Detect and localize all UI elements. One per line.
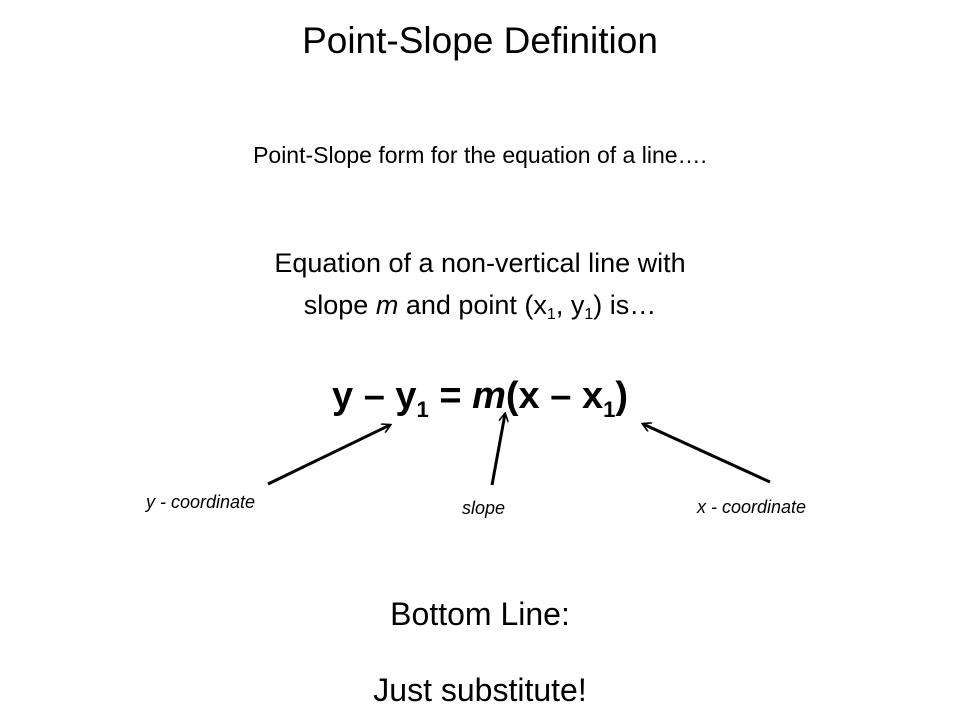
definition-text-part: slope: [303, 290, 376, 320]
x-coordinate-label: x - coordinate: [697, 497, 807, 517]
slope-variable: m: [472, 375, 506, 417]
slide-title: Point-Slope Definition: [302, 20, 658, 61]
definition-text: Equation of a non-vertical line with slo…: [0, 242, 960, 326]
equation-part: (x – x: [505, 375, 604, 417]
definition-line-2: slope m and point (x1, y1) is…: [0, 284, 960, 326]
equation-part: ): [615, 375, 628, 417]
subscript: 1: [603, 397, 616, 422]
slope-variable: m: [375, 290, 399, 320]
slide-subtitle: Point-Slope form for the equation of a l…: [253, 142, 707, 168]
equation-part: y – y: [332, 375, 417, 417]
definition-line-1: Equation of a non-vertical line with: [274, 248, 686, 278]
x-coordinate-arrow: [643, 424, 771, 484]
subscript: 1: [416, 397, 429, 422]
point-slope-equation: y – y1 = m(x – x1): [0, 372, 960, 422]
equation-part: =: [428, 375, 473, 417]
y-coordinate-arrow: [267, 425, 390, 486]
y-coordinate-label: y - coordinate: [146, 492, 256, 512]
definition-text-part: ) is…: [593, 290, 657, 320]
definition-text-part: and point (x: [398, 290, 547, 320]
subscript: 1: [546, 306, 556, 323]
bottom-line-heading: Bottom Line:: [390, 596, 570, 632]
slope-arrow: [490, 414, 505, 486]
subscript: 1: [584, 306, 594, 323]
definition-text-part: , y: [555, 290, 585, 320]
bottom-line-text: Just substitute!: [373, 672, 587, 708]
slope-label: slope: [462, 498, 506, 518]
